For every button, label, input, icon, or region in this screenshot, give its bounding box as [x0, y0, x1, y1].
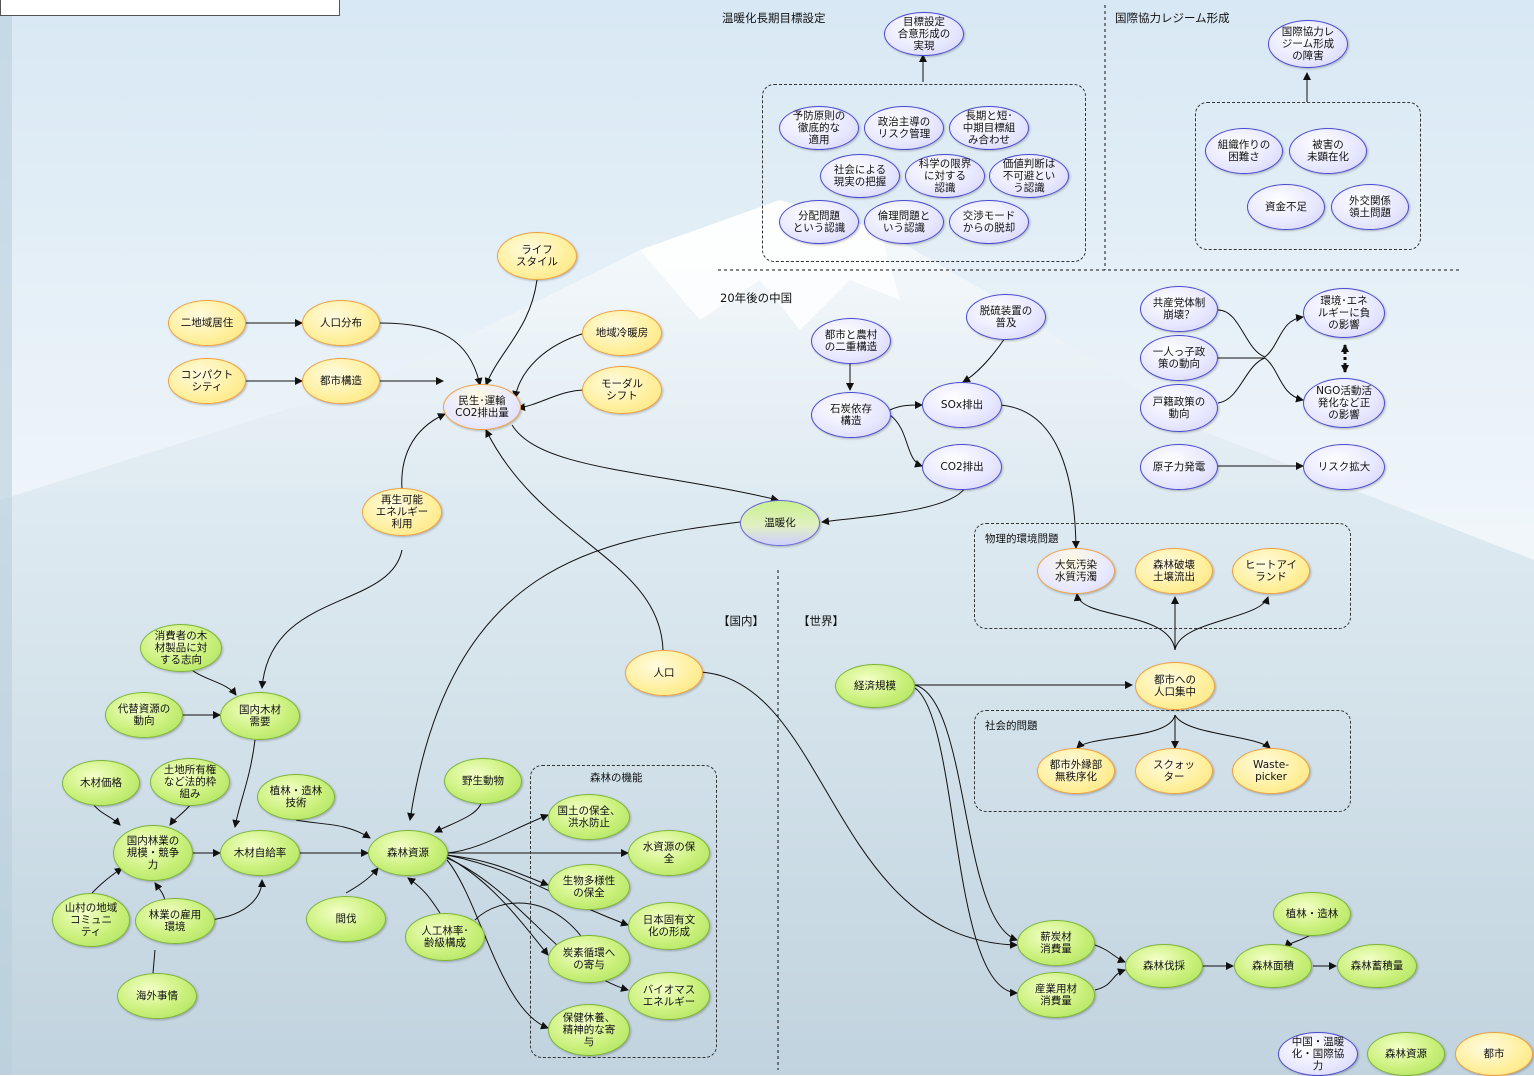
group-target-setting: [762, 84, 1086, 262]
node-district-heating[interactable]: 地域冷暖房: [582, 310, 662, 356]
node-forest-stock[interactable]: 森林蓄積量: [1337, 944, 1417, 988]
node-two-region[interactable]: 二地域居住: [168, 300, 246, 346]
node-one-child[interactable]: 一人っ子政 策の動向: [1140, 335, 1218, 381]
node-desulfurization[interactable]: 脱硫装置の 普及: [966, 294, 1046, 340]
node-coal-dependence[interactable]: 石炭依存 構造: [811, 392, 891, 438]
node-long-short[interactable]: 長期と短･ 中期目標組 み合わせ: [949, 106, 1029, 150]
section-title-world: 【世界】: [798, 614, 844, 628]
node-diplomacy[interactable]: 外交関係 領土問題: [1331, 184, 1409, 230]
node-alt-resources[interactable]: 代替資源の 動向: [105, 692, 183, 738]
node-artificial-forest[interactable]: 人工林率･ 齢級構成: [405, 913, 485, 961]
node-risk-expand[interactable]: リスク拡大: [1303, 444, 1385, 490]
section-title-domestic: 【国内】: [718, 614, 764, 628]
node-urban-concentration[interactable]: 都市への 人口集中: [1135, 662, 1215, 710]
node-forest-resources[interactable]: 森林資源: [368, 830, 448, 876]
node-thinning[interactable]: 間伐: [306, 896, 386, 942]
node-water-conservation[interactable]: 水資源の保 全: [628, 830, 710, 876]
node-damage-latent[interactable]: 被害の 未顕在化: [1289, 128, 1367, 174]
group-social-problems: [974, 710, 1351, 812]
node-ccp[interactable]: 共産党体制 崩壊？: [1140, 286, 1218, 332]
legend-forest: 森林資源: [1367, 1032, 1445, 1076]
node-fund-shortage[interactable]: 資金不足: [1247, 184, 1325, 230]
window-title-bar: [0, 0, 340, 16]
node-pop-distribution[interactable]: 人口分布: [302, 300, 380, 346]
node-logging[interactable]: 森林伐採: [1125, 944, 1203, 988]
node-economic-scale[interactable]: 経済規模: [835, 664, 915, 708]
node-urban-structure[interactable]: 都市構造: [302, 358, 380, 404]
node-science-limit[interactable]: 科学の限界 に対する 認識: [905, 154, 985, 198]
node-biomass[interactable]: バイオマス エネルギー: [628, 972, 710, 1020]
node-dom-timber-demand[interactable]: 国内木材 需要: [220, 692, 300, 740]
node-regime-obstacle[interactable]: 国際協力レ ジーム形成 の障害: [1268, 20, 1348, 68]
node-forest-area[interactable]: 森林面積: [1234, 944, 1312, 988]
node-population[interactable]: 人口: [625, 650, 703, 696]
node-land-ownership[interactable]: 土地所有権 など法的枠 組み: [150, 758, 230, 806]
legend-city: 都市: [1455, 1032, 1533, 1076]
node-compact-city[interactable]: コンパクト シティ: [168, 358, 246, 404]
node-ethics[interactable]: 倫理問題と いう認識: [864, 200, 944, 244]
section-title-china: 20年後の中国: [720, 291, 793, 305]
node-industrial-wood[interactable]: 産業用材 消費量: [1017, 972, 1095, 1018]
node-goal-consensus[interactable]: 目標設定 合意形成の 実現: [884, 12, 964, 56]
node-self-sufficiency[interactable]: 木材自給率: [220, 830, 300, 876]
node-urban-rural[interactable]: 都市と農村 の二重構造: [811, 318, 891, 364]
node-planting-tech[interactable]: 植林・造林 技術: [257, 774, 335, 820]
node-sox[interactable]: SOx排出: [922, 382, 1002, 428]
legend-china: 中国・温暖 化・国際協 力: [1278, 1032, 1358, 1076]
group-forest-functions: [530, 765, 717, 1058]
node-wildlife[interactable]: 野生動物: [444, 758, 522, 804]
node-political-risk[interactable]: 政治主導の リスク管理: [864, 106, 944, 150]
node-air-water[interactable]: 大気汚染 水質汚濁: [1037, 548, 1115, 594]
node-timber-price[interactable]: 木材価格: [62, 760, 140, 806]
node-nuclear[interactable]: 原子力発電: [1140, 444, 1218, 490]
node-fuelwood[interactable]: 薪炭材 消費量: [1017, 920, 1095, 966]
group-physical-problems: [974, 523, 1351, 629]
section-title-target: 温暖化長期目標設定: [722, 11, 826, 25]
group-regime-obstacles: [1195, 102, 1421, 250]
node-society-grasp[interactable]: 社会による 現実の把握: [820, 154, 900, 198]
section-title-social: 社会的問題: [985, 720, 1038, 732]
node-planting-world[interactable]: 植林・造林: [1273, 892, 1351, 936]
section-title-regime: 国際協力レジーム形成: [1115, 11, 1230, 25]
node-org-difficulty[interactable]: 組織作りの 困難さ: [1205, 128, 1283, 174]
node-lifestyle[interactable]: ライフ スタイル: [497, 232, 577, 280]
node-renewable[interactable]: 再生可能 エネルギー 利用: [362, 488, 442, 536]
node-value-judgment[interactable]: 価値判断は 不可避とい う認識: [989, 154, 1069, 198]
node-modal-shift[interactable]: モーダル シフト: [582, 366, 662, 414]
node-env-energy[interactable]: 環境･エネ ルギーに負 の影響: [1303, 288, 1385, 338]
node-recreation[interactable]: 保健休養、 精神的な寄 与: [548, 1004, 630, 1056]
node-dom-forestry[interactable]: 国内林業の 規模・競争 力: [113, 825, 193, 881]
node-urban-fringe[interactable]: 都市外縁部 無秩序化: [1037, 748, 1115, 794]
node-distribution[interactable]: 分配問題 という認識: [779, 200, 859, 244]
node-forest-destruction[interactable]: 森林破壊 土壌流出: [1135, 548, 1213, 594]
node-household-reg[interactable]: 戸籍政策の 動向: [1140, 384, 1218, 432]
node-mountain-village[interactable]: 山村の地域 コミュニ ティ: [52, 893, 130, 947]
node-carbon-cycle[interactable]: 炭素循環へ の寄与: [548, 935, 630, 983]
node-co2[interactable]: CO2排出: [922, 444, 1002, 490]
section-title-physical: 物理的環境問題: [985, 533, 1059, 545]
node-land-conservation[interactable]: 国土の保全、 洪水防止: [548, 794, 630, 840]
node-precaution[interactable]: 予防原則の 徹底的な 適用: [779, 106, 859, 150]
node-japanese-culture[interactable]: 日本固有文 化の形成: [628, 902, 710, 950]
node-civil-co2[interactable]: 民生･運輸 CO2排出量: [443, 384, 521, 430]
node-forestry-employment[interactable]: 林業の雇用 環境: [135, 898, 215, 944]
node-warming[interactable]: 温暖化: [740, 500, 820, 546]
node-biodiversity[interactable]: 生物多様性 の保全: [548, 864, 630, 910]
node-squatter[interactable]: スクォッ ター: [1135, 748, 1213, 794]
node-consumer-pref[interactable]: 消費者の木 材製品に対 する志向: [140, 624, 222, 672]
section-title-forest: 森林の機能: [590, 772, 643, 784]
node-heat-island[interactable]: ヒートアイ ランド: [1232, 548, 1310, 594]
node-waste-picker[interactable]: Waste- picker: [1232, 748, 1310, 794]
node-ngo[interactable]: NGO活動活 発化など正 の影響: [1303, 378, 1385, 428]
node-overseas[interactable]: 海外事情: [117, 973, 197, 1019]
node-negotiation[interactable]: 交渉モード からの脱却: [949, 200, 1029, 244]
